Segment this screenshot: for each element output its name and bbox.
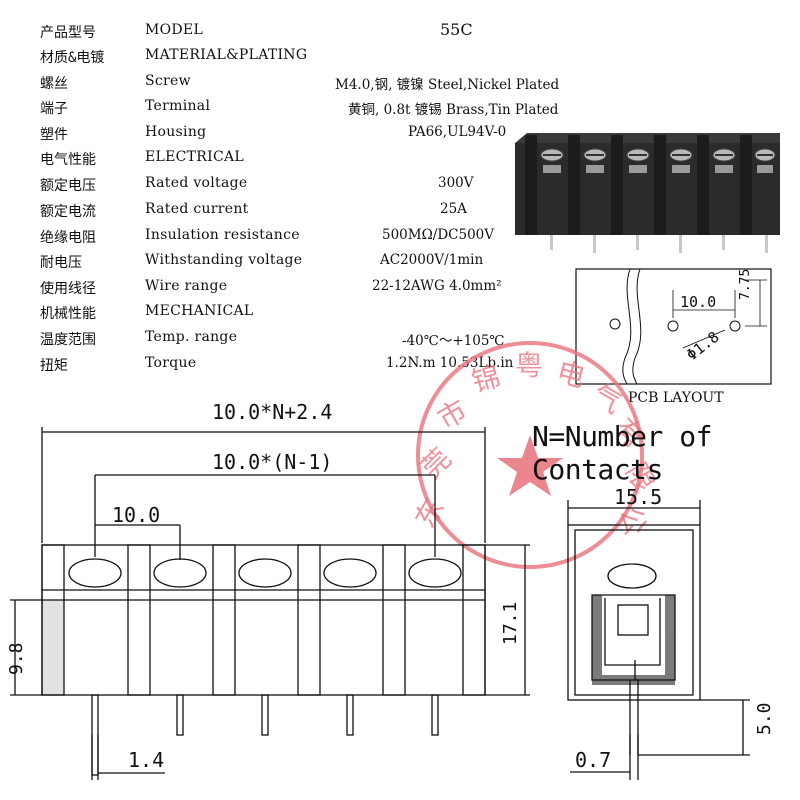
spec-cn: 机械性能 (40, 306, 96, 322)
model-value: 55C (440, 20, 473, 39)
company-stamp: 东 莞 市 锦 粤 电 气 有 限 公 (408, 341, 655, 569)
spec-value: PA66,UL94V-0 (408, 124, 507, 140)
dim-pitch: 10.0 (112, 503, 161, 527)
spec-table: 55C 产品型号 MODEL 材质&电镀 MATERIAL&PLATING 螺丝… (40, 20, 560, 374)
spec-en: Terminal (145, 98, 211, 114)
spec-en: ELECTRICAL (145, 149, 244, 165)
spec-en: MATERIAL&PLATING (145, 47, 308, 63)
spec-value: 22-12AWG 4.0mm² (372, 278, 502, 294)
pcb-layout-caption: PCB LAYOUT (628, 390, 724, 406)
spec-cn: 扭矩 (40, 358, 68, 374)
svg-text:电: 电 (553, 355, 589, 394)
spec-cn: 端子 (40, 101, 68, 117)
dim-pin-thickness: 0.7 (575, 748, 612, 772)
svg-text:粤: 粤 (515, 349, 543, 382)
front-view-drawing (10, 427, 530, 780)
spec-cn: 螺丝 (40, 76, 68, 92)
spec-en: MODEL (145, 22, 204, 38)
spec-value: 1.2N.m 10.53Lb.in (386, 355, 514, 371)
svg-text:气: 气 (587, 377, 628, 420)
spec-cn: 额定电压 (40, 178, 96, 194)
dim-pin-length: 5.0 (754, 702, 775, 735)
spec-en: MECHANICAL (145, 303, 254, 319)
dim-pin-width: 1.4 (128, 748, 165, 772)
spec-cn: 使用线径 (40, 281, 96, 297)
spec-cn: 温度范围 (40, 332, 96, 348)
pcb-layout-diagram (575, 268, 772, 385)
spec-cn: 绝缘电阻 (40, 230, 96, 246)
spec-en: Rated voltage (145, 175, 248, 191)
spec-value: AC2000V/1min (380, 252, 484, 268)
spec-value: -40℃～+105℃ (402, 333, 505, 349)
dim-span: 10.0*(N-1) (212, 450, 333, 474)
spec-en: Insulation resistance (145, 227, 300, 243)
pcb-pitch-label: 10.0 (680, 293, 717, 311)
dim-depth: 15.5 (614, 485, 663, 509)
spec-value: 500MΩ/DC500V (382, 227, 495, 243)
spec-cn: 材质&电镀 (40, 50, 105, 66)
pcb-offset-label: 7.75 (738, 268, 753, 300)
spec-en: Torque (145, 355, 197, 371)
dim-overall: 10.0*N+2.4 (212, 400, 333, 424)
spec-en: Rated current (145, 201, 249, 217)
spec-value: M4.0,钢, 镀镍 Steel,Nickel Plated (335, 77, 560, 93)
spec-en: Housing (145, 124, 207, 140)
spec-en: Temp. range (145, 329, 238, 345)
product-photo (515, 133, 780, 253)
spec-cn: 电气性能 (40, 152, 96, 168)
spec-cn: 塑件 (40, 127, 68, 143)
dim-height-total: 17.1 (500, 601, 521, 645)
svg-text:锦: 锦 (468, 360, 504, 399)
contacts-legend: N=Number of Contacts (532, 420, 712, 486)
spec-en: Screw (145, 73, 191, 89)
dim-height-front: 9.8 (6, 642, 27, 675)
spec-cn: 额定电流 (40, 204, 96, 220)
spec-value: 黄铜, 0.8t 镀锡 Brass,Tin Plated (348, 102, 559, 118)
spec-cn: 产品型号 (40, 25, 96, 41)
side-view-drawing (567, 500, 750, 780)
spec-value: 25A (440, 201, 467, 217)
spec-cn: 耐电压 (40, 255, 82, 271)
spec-en: Withstanding voltage (145, 252, 303, 268)
spec-value: 300V (438, 175, 474, 191)
spec-en: Wire range (145, 278, 228, 294)
